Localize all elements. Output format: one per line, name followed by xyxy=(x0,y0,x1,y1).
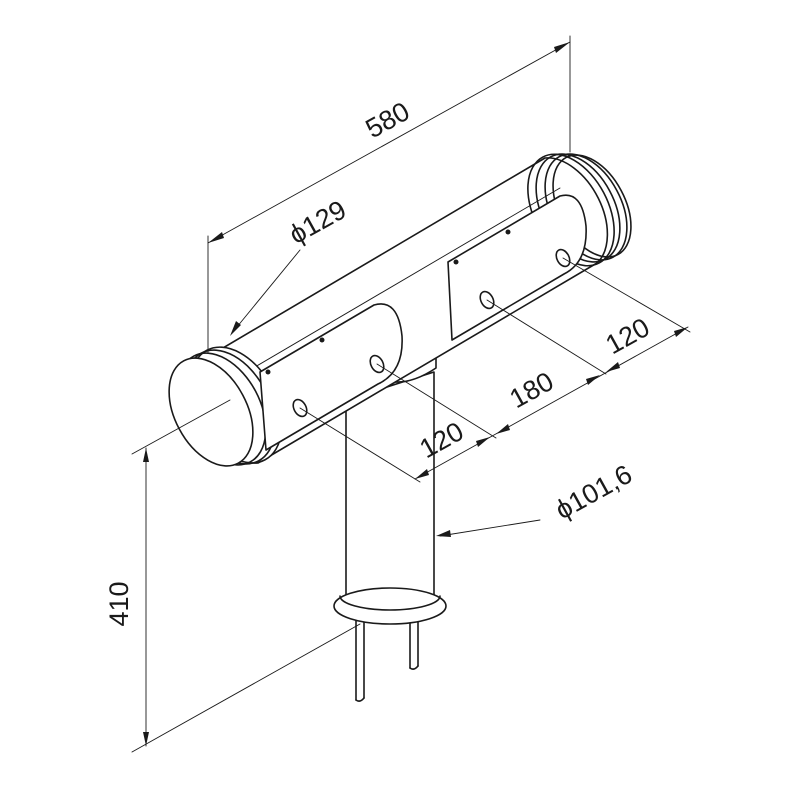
hole-right-upper xyxy=(555,248,571,268)
screw-dot xyxy=(319,337,325,343)
screw-dot xyxy=(265,369,271,375)
hole-left-upper xyxy=(369,354,385,374)
dimension-height: 410 xyxy=(104,399,361,753)
screw-dot xyxy=(453,259,459,265)
dimension-post-diameter: ϕ101,6 xyxy=(436,459,637,537)
dimension-label-spacing-right: 120 xyxy=(601,312,655,360)
dimension-label-post-diameter: ϕ101,6 xyxy=(550,459,637,525)
dimension-label-spacing-middle: 180 xyxy=(505,366,559,414)
dimension-label-tube-diameter: ϕ129 xyxy=(284,194,351,249)
base-flange xyxy=(333,587,447,702)
left-end-cap xyxy=(168,346,283,467)
dimension-label-580: 580 xyxy=(361,96,415,144)
vertical-post xyxy=(345,371,435,613)
dimension-label-410: 410 xyxy=(104,581,134,626)
hole-left-lower xyxy=(292,398,308,418)
hole-right-lower xyxy=(479,290,495,310)
screw-dot xyxy=(505,229,511,235)
mounting-holes xyxy=(265,229,571,418)
